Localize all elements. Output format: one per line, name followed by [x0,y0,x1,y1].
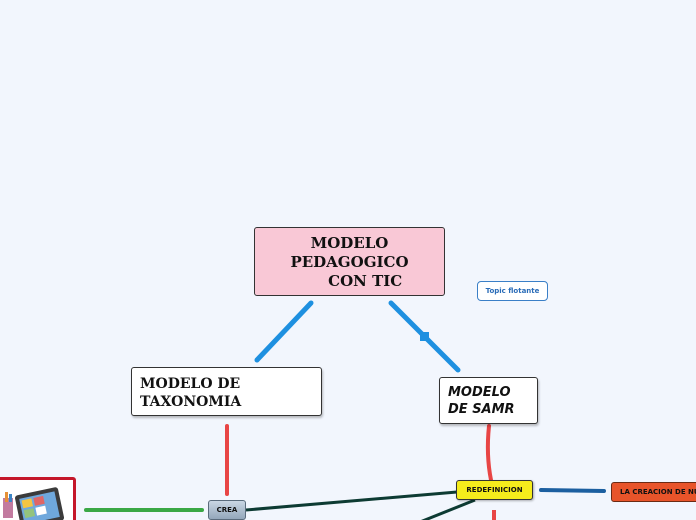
link-crea-to-redefinicion [245,490,458,512]
subtopic-crea[interactable]: CREA [208,500,246,520]
link-samr-to-redefinicion [485,424,493,482]
subtopic-creacion[interactable]: LA CREACION DE NUEVAS [611,482,696,502]
link-main-to-taxonomia [254,300,314,363]
tablet-picture-icon [0,480,73,520]
main-topic[interactable]: MODELO PEDAGOGICO CON TIC [254,227,445,296]
subtopic-redefinicion[interactable]: REDEFINICION [456,480,533,500]
link-handle[interactable] [420,332,429,341]
image-topic[interactable] [0,477,76,520]
topic-modelo-samr[interactable]: MODELO DE SAMR [439,377,538,424]
link-redefinicion-down [420,498,476,520]
link-redefinicion-to-creacion [539,488,606,493]
floating-topic[interactable]: Topic flotante [477,281,548,301]
topic-modelo-taxonomia[interactable]: MODELO DE TAXONOMIA [131,367,322,416]
